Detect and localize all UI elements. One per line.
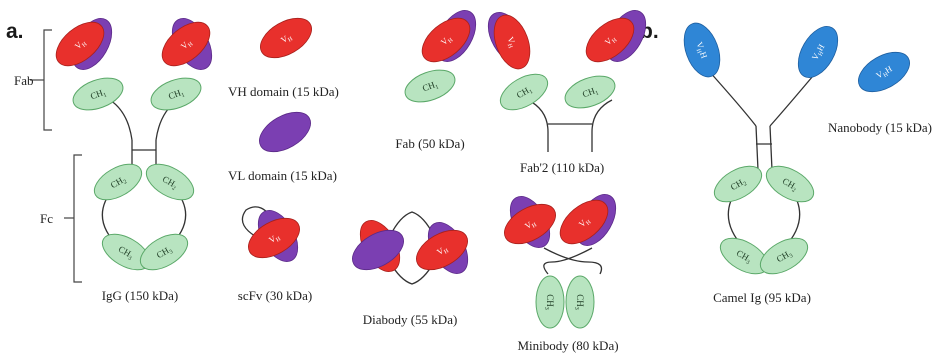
caption-vl-domain: VL domain (15 kDa) bbox=[228, 168, 337, 183]
camel-vhh-right bbox=[790, 20, 846, 84]
igg-ch2-left bbox=[88, 157, 147, 207]
minibody-structure bbox=[498, 188, 624, 328]
caption-fab2: Fab'2 (110 kDa) bbox=[520, 160, 604, 175]
caption-vh-domain: VH domain (15 kDa) bbox=[228, 84, 339, 99]
caption-fab: Fab (50 kDa) bbox=[395, 136, 464, 151]
fab-side-label: Fab bbox=[14, 73, 34, 88]
caption-nanobody: Nanobody (15 kDa) bbox=[828, 120, 932, 135]
diabody-structure bbox=[346, 212, 476, 284]
igg-structure: Fab Fc bbox=[14, 12, 220, 282]
camel-ig-structure bbox=[677, 18, 845, 281]
minibody-ch3-left bbox=[536, 276, 564, 328]
caption-scfv: scFv (30 kDa) bbox=[238, 288, 312, 303]
caption-minibody: Minibody (80 kDa) bbox=[517, 338, 618, 353]
fab-ch1 bbox=[401, 64, 459, 108]
nanobody-shape bbox=[852, 44, 916, 100]
panel-label-a: a. bbox=[6, 20, 24, 43]
camel-vhh-left bbox=[677, 18, 726, 82]
igg-ch2-right bbox=[140, 157, 199, 207]
fab-bracket bbox=[44, 30, 52, 130]
fab-structure bbox=[401, 4, 484, 108]
camel-ch2-left bbox=[708, 159, 767, 209]
fab2-ch1-right bbox=[561, 70, 619, 114]
fc-bracket bbox=[74, 155, 82, 282]
minibody-ch3-right bbox=[566, 276, 594, 328]
caption-igg: IgG (150 kDa) bbox=[102, 288, 179, 303]
fab2-ch1-left bbox=[494, 67, 553, 117]
vl-domain-shape bbox=[253, 104, 317, 160]
igg-ch3-right bbox=[134, 227, 193, 277]
igg-ch1-right bbox=[147, 72, 205, 116]
igg-ch1-left bbox=[69, 72, 127, 116]
vh-domain-shape bbox=[254, 10, 318, 66]
fab2-structure bbox=[480, 4, 654, 152]
caption-camel-ig: Camel Ig (95 kDa) bbox=[713, 290, 811, 305]
caption-diabody: Diabody (55 kDa) bbox=[363, 312, 458, 327]
camel-ch2-right bbox=[760, 159, 819, 209]
scfv-structure bbox=[242, 204, 306, 268]
camel-ch3-right bbox=[754, 231, 813, 281]
fc-side-label: Fc bbox=[40, 211, 53, 226]
